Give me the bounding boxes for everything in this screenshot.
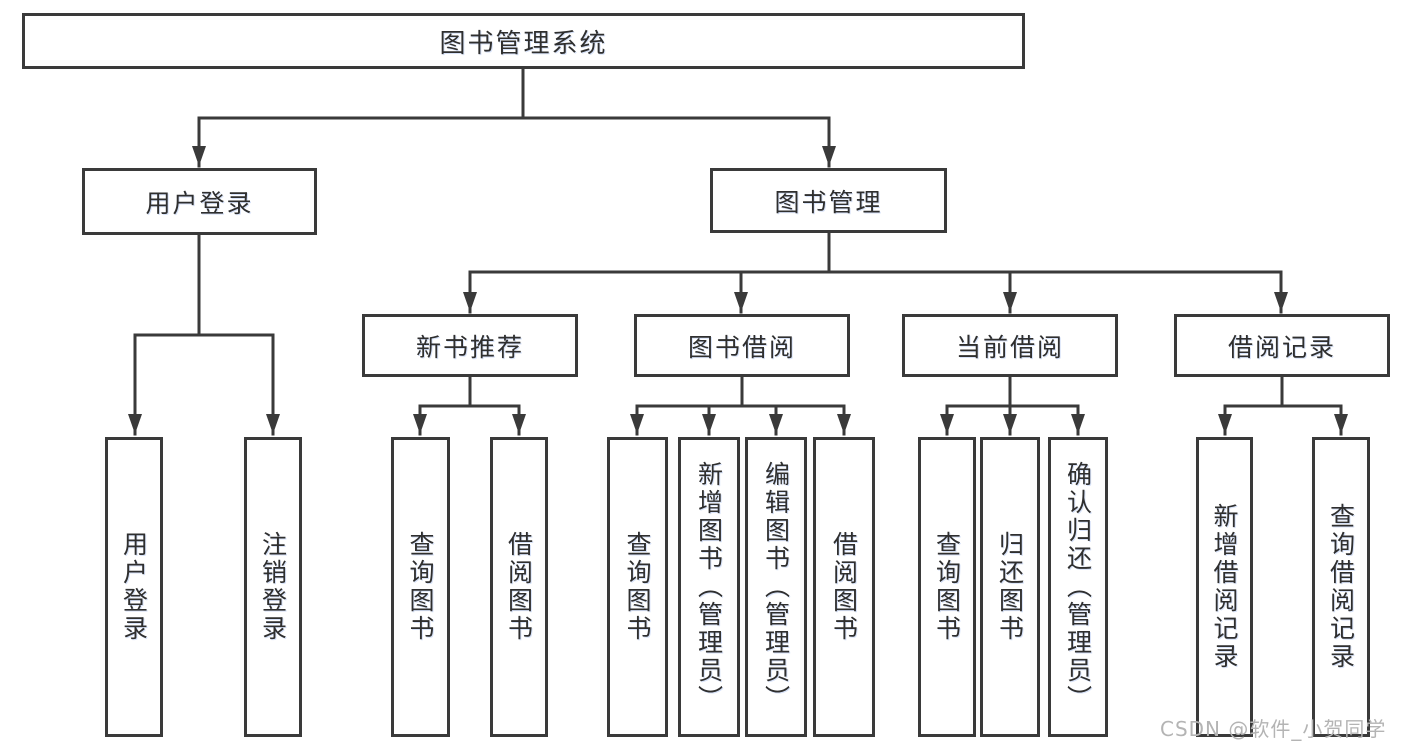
node-current-borrowing: 当前借阅: [902, 314, 1118, 377]
leaf-query-borrow-record: 查询借阅记录: [1312, 437, 1370, 737]
node-book-management: 图书管理: [710, 168, 947, 233]
leaf-query-books-current: 查询图书: [918, 437, 976, 737]
leaf-return-book: 归还图书: [980, 437, 1040, 737]
leaf-user-login: 用户登录: [105, 437, 163, 737]
leaf-label: 确认归还（管理员）: [1063, 461, 1093, 713]
leaf-borrow-books-borrowing: 借阅图书: [813, 437, 875, 737]
leaf-add-borrow-record: 新增借阅记录: [1196, 437, 1253, 737]
node-label: 借阅记录: [1227, 332, 1336, 362]
leaf-label: 查询图书: [406, 531, 435, 643]
leaf-label: 用户登录: [119, 531, 149, 643]
node-label: 新书推荐: [415, 332, 524, 362]
leaf-label: 编辑图书（管理员）: [761, 461, 791, 713]
csdn-watermark: CSDN @软件_小贺同学: [1160, 717, 1387, 741]
leaf-query-books-recommend: 查询图书: [391, 437, 450, 737]
leaf-label: 新增图书（管理员）: [694, 461, 724, 713]
leaf-label: 查询图书: [623, 531, 652, 643]
leaf-label: 归还图书: [995, 531, 1025, 643]
leaf-confirm-return-admin: 确认归还（管理员）: [1048, 437, 1108, 737]
leaf-add-book-admin: 新增图书（管理员）: [678, 437, 740, 737]
leaf-logout: 注销登录: [244, 437, 302, 737]
leaf-label: 新增借阅记录: [1210, 503, 1239, 671]
leaf-borrow-books-recommend: 借阅图书: [490, 437, 548, 737]
node-label: 当前借阅: [955, 332, 1064, 362]
leaf-edit-book-admin: 编辑图书（管理员）: [745, 437, 807, 737]
node-label: 图书管理: [774, 187, 883, 217]
node-label: 用户登录: [145, 188, 254, 218]
node-label: 图书管理系统: [439, 28, 608, 59]
leaf-label: 查询借阅记录: [1326, 503, 1356, 671]
leaf-label: 借阅图书: [504, 531, 534, 643]
leaf-query-books-borrowing: 查询图书: [607, 437, 668, 737]
leaf-label: 借阅图书: [829, 531, 859, 643]
node-library-management-system: 图书管理系统: [22, 13, 1025, 69]
leaf-label: 注销登录: [258, 531, 288, 643]
node-borrowing-records: 借阅记录: [1174, 314, 1390, 377]
node-label: 图书借阅: [687, 332, 796, 362]
node-user-login: 用户登录: [82, 168, 317, 235]
node-new-book-recommend: 新书推荐: [362, 314, 578, 377]
leaf-label: 查询图书: [932, 531, 962, 643]
node-book-borrowing: 图书借阅: [634, 314, 850, 377]
